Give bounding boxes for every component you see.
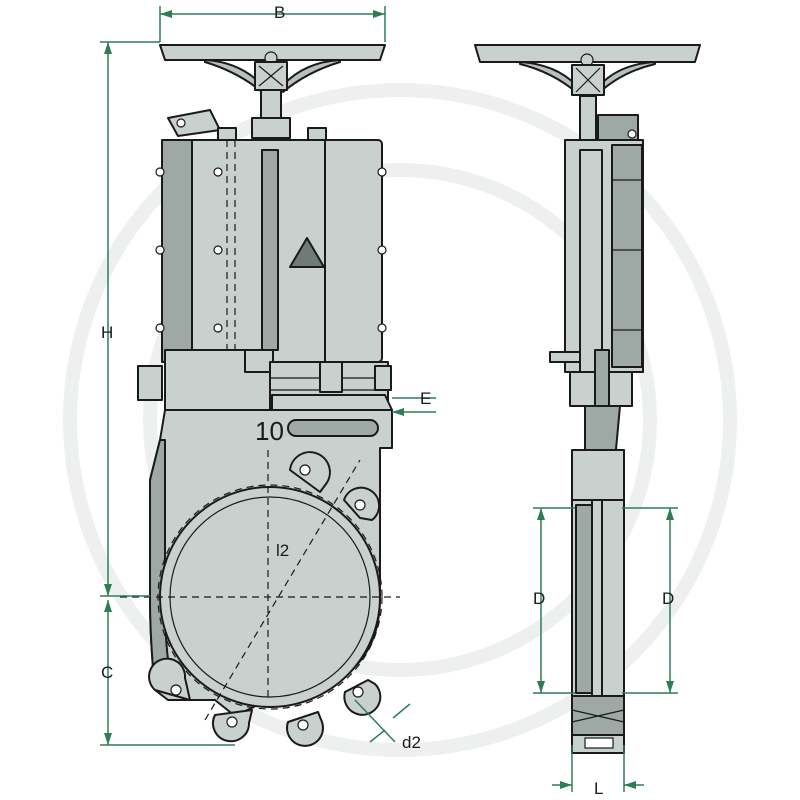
label-H: H	[101, 323, 113, 342]
side-body	[571, 405, 625, 754]
actuator-housing	[155, 139, 387, 363]
label-D-left: D	[533, 589, 545, 608]
side-handwheel	[474, 44, 701, 96]
valve-body	[120, 409, 400, 747]
label-E: E	[420, 389, 431, 408]
front-view: B H C E 10 l2 d2	[100, 3, 436, 752]
warning-triangle	[289, 237, 325, 268]
side-dimensions	[533, 507, 678, 792]
label-number: 10	[255, 416, 284, 446]
label-l2: l2	[276, 541, 289, 560]
side-view: D D L	[474, 44, 701, 798]
watermark	[63, 83, 737, 757]
label-D-right: D	[662, 589, 674, 608]
label-C: C	[101, 663, 113, 682]
label-L: L	[594, 779, 603, 798]
side-actuator	[549, 95, 644, 411]
label-d2: d2	[402, 733, 421, 752]
front-dimensions	[100, 6, 436, 746]
front-bonnet	[137, 349, 393, 411]
front-handwheel	[159, 44, 386, 121]
label-B: B	[274, 3, 285, 22]
